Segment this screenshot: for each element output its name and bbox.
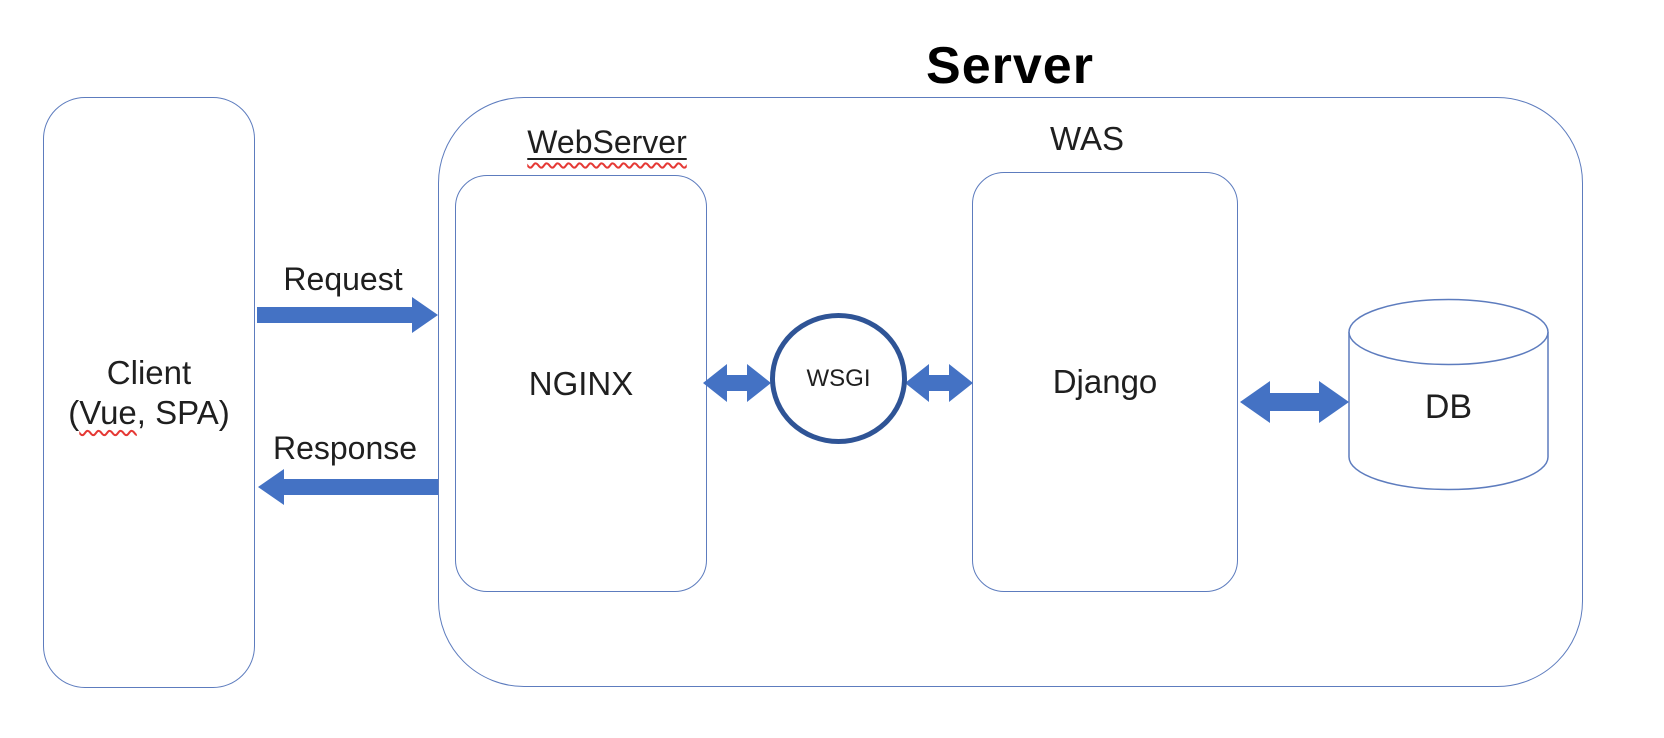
webserver-group-label: WebServer: [527, 124, 687, 160]
client-name: Client: [106, 353, 192, 391]
client-box: Client (Vue, SPA): [43, 97, 255, 688]
client-detail: (Vue, SPA): [68, 393, 230, 431]
django-box: Django: [972, 172, 1238, 592]
was-group-label: WAS: [1050, 120, 1124, 157]
wsgi-label: WSGI: [806, 364, 871, 392]
client-detail-vue: Vue: [79, 393, 137, 431]
nginx-label: NGINX: [528, 364, 634, 402]
request-label: Request: [283, 261, 403, 297]
response-arrow-icon: [258, 469, 438, 505]
diagram-title: Server: [926, 37, 1094, 95]
wsgi-circle: WSGI: [770, 313, 907, 444]
request-arrow-icon: [257, 297, 438, 333]
django-label: Django: [1052, 363, 1158, 400]
db-label: DB: [1424, 387, 1473, 426]
client-label: Client (Vue, SPA): [68, 353, 229, 433]
nginx-box: NGINX: [455, 175, 707, 592]
response-label: Response: [272, 430, 418, 466]
